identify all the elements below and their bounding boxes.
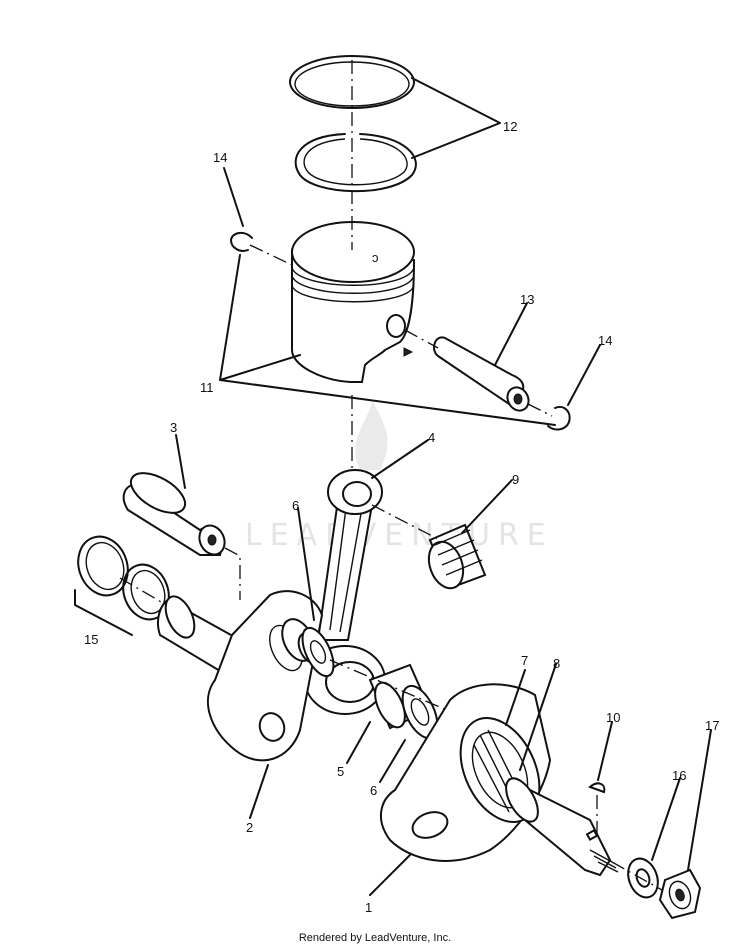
callout-3: 3 — [170, 420, 177, 435]
callout-13: 13 — [520, 292, 534, 307]
needle-bearing-small-end — [427, 523, 487, 590]
nut — [658, 868, 702, 920]
watermark: LEADVENTURE — [245, 400, 554, 553]
piston: ↄ — [291, 221, 416, 383]
circlip-right — [547, 406, 571, 431]
crank-pin — [122, 472, 226, 556]
seal-ring-left — [77, 535, 129, 597]
washer — [627, 857, 659, 899]
seal-ring-right — [122, 563, 170, 621]
crankshaft-left-half — [157, 590, 324, 762]
callout-17: 17 — [705, 718, 719, 733]
callout-7: 7 — [521, 653, 528, 668]
callout-9: 9 — [512, 472, 519, 487]
callout-11: 11 — [200, 380, 214, 395]
callout-14-left: 14 — [213, 150, 227, 165]
callout-2: 2 — [246, 820, 253, 835]
connecting-rod — [304, 469, 386, 715]
callout-12: 12 — [503, 119, 517, 134]
callout-14-right: 14 — [598, 333, 612, 348]
svg-text:ↄ: ↄ — [372, 250, 379, 265]
callout-16: 16 — [672, 768, 686, 783]
callout-10: 10 — [606, 710, 620, 725]
callout-5: 5 — [337, 764, 344, 779]
thrust-washer-left — [301, 626, 335, 678]
crankshaft-right-half — [380, 683, 619, 877]
footer-credit: Rendered by LeadVenture, Inc. — [298, 932, 452, 944]
callout-6-upper: 6 — [292, 498, 299, 513]
callout-4: 4 — [428, 430, 435, 445]
piston-pin — [433, 336, 530, 412]
callout-labels: 1 2 3 4 5 6 6 7 8 9 10 11 12 13 14 14 15… — [84, 119, 719, 915]
circlip-left — [230, 232, 253, 252]
callout-6-lower: 6 — [370, 783, 377, 798]
woodruff-key — [588, 782, 606, 794]
callout-1: 1 — [365, 900, 372, 915]
callout-15: 15 — [84, 632, 98, 647]
watermark-text: LEADVENTURE — [245, 518, 554, 553]
piston-ring-second — [294, 133, 417, 193]
leader-lines — [74, 77, 712, 896]
callout-8: 8 — [553, 656, 560, 671]
